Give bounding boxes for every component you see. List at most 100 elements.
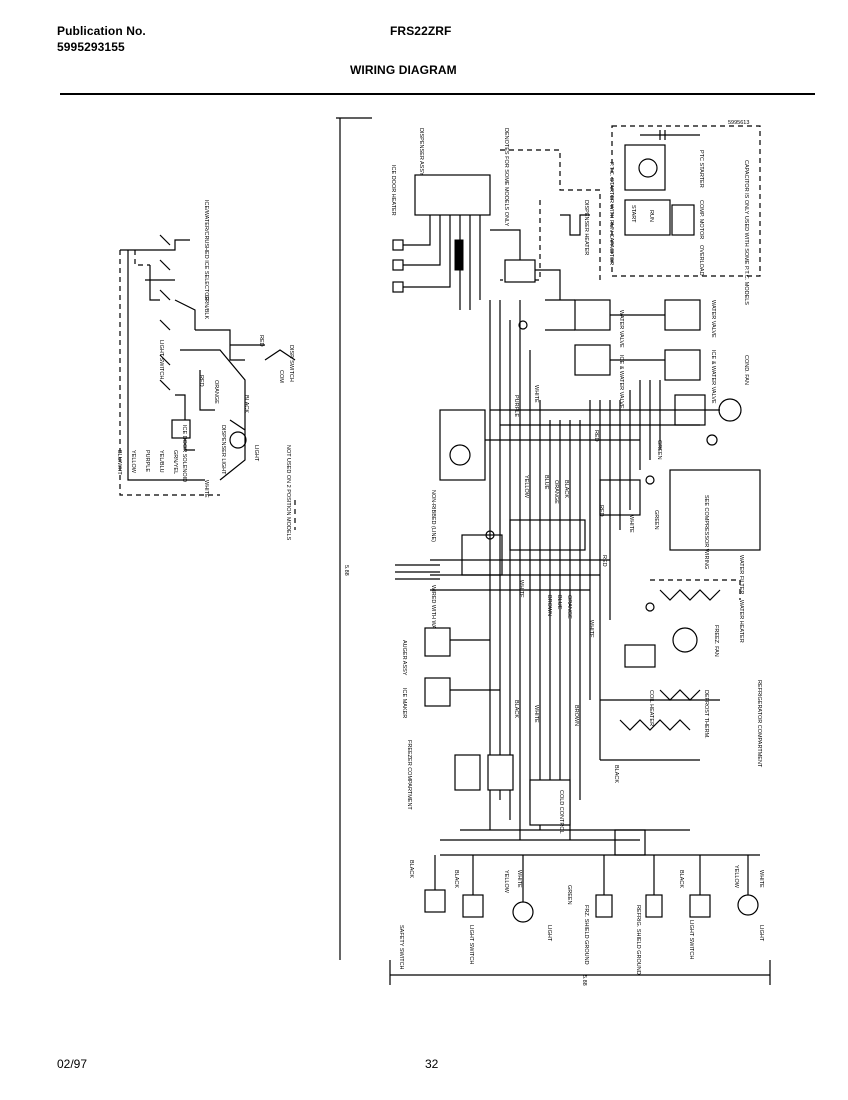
defrost-therm-label: DEFROST THERM.	[703, 690, 709, 739]
light-switch-label-right: LIGHT SWITCH	[688, 920, 694, 959]
safety-switch-label: SAFETY SWITCH	[398, 925, 404, 970]
dispenser-assy-box	[414, 174, 491, 216]
see-compressor-label: SEE COMPRESSOR WIRING	[703, 495, 709, 569]
black-label-main: BLACK	[563, 480, 569, 498]
blue-label-main-2: BLUE	[556, 595, 562, 610]
ptc-starter-label: P.T.C. STARTER WITH RUN CAPACITOR	[608, 162, 614, 265]
green-label-bottom: GREEN	[566, 885, 572, 905]
green-label-main-2: GREEN	[653, 510, 659, 530]
publication-number: 5995293155	[57, 40, 125, 54]
serial-label: 5995613	[728, 120, 749, 126]
overload-label: OVERLOAD	[698, 245, 704, 276]
light-switch-box-left	[462, 894, 484, 918]
black-label-bottom-3: BLACK	[678, 870, 684, 888]
ptc-starter-box	[611, 125, 761, 277]
cond-fan-label: COND. FAN	[743, 355, 749, 385]
auger-assy-label: AUGER ASSY	[401, 640, 407, 676]
dispenser-heater-label: DISPENSER HEATER	[583, 200, 589, 255]
wire-label-yel-blu: YEL/BLU	[158, 450, 164, 473]
publication-label: Publication No.	[57, 24, 146, 38]
auger-assy-box	[424, 627, 451, 657]
black-label-left: BLACK	[243, 395, 249, 413]
light-label-bottom-left: LIGHT	[546, 925, 552, 942]
blue-label-main: BLUE	[543, 475, 549, 490]
ice-maker-box	[424, 677, 451, 707]
white-label-main-4: WHITE	[533, 705, 539, 723]
wire-label-blu: BLU/WHT	[116, 450, 122, 475]
orange-label-main: ORANGE	[553, 480, 559, 504]
white-label-main-5: WHITE	[518, 580, 524, 598]
black-label-bottom-2: BLACK	[453, 870, 459, 888]
vertical-dim-label: 5.88	[343, 565, 349, 576]
wired-with-water-label: WIRED WITH WATER ASSY	[430, 585, 436, 656]
yellow-label-bottom-2: YELLOW	[733, 865, 739, 889]
light-left	[512, 901, 534, 923]
footer-date: 02/97	[57, 1057, 88, 1071]
white-label-main: WHITE	[533, 385, 539, 403]
white-label-bottom-2: WHITE	[758, 870, 764, 888]
water-heater-label: WATER HEATER	[738, 600, 744, 643]
black-label-main-2: BLACK	[513, 700, 519, 718]
water-valve-label-2: WATER VALVE	[710, 300, 716, 338]
frz-shield-ground-label: FRZ. SHIELD GROUND	[583, 905, 589, 965]
ice-door-solenoid-label: ICE DOOR SOLENOID	[181, 425, 187, 482]
white-label-main-3: WHITE	[588, 620, 594, 638]
capacitor-note-label: CAPACITOR IS ONLY USED WITH SOME P.T.C. …	[743, 160, 749, 305]
ice-water-valve-label-2: ICE & WATER VALVE	[710, 350, 716, 404]
cond-fan-motor	[718, 398, 742, 422]
water-valve-label: WATER VALVE	[618, 310, 624, 348]
red-label-main-3: RED	[601, 555, 607, 567]
wire-label-purple: PURPLE	[144, 450, 150, 472]
selector-label: ICE/WATER/CRUSHED ICE SELECTOR	[203, 200, 209, 300]
wire-label-grn-yel: GRN/YEL	[172, 450, 178, 474]
comp-motor-label: COMP. MOTOR	[698, 200, 704, 239]
start-label: START	[630, 205, 636, 223]
brown-label-main-2: BROWN	[573, 705, 579, 726]
water-valve-box	[574, 299, 611, 331]
ptc-start-label: PTC STARTER	[698, 150, 704, 188]
freez-fan-label: FREEZ. FAN	[713, 625, 719, 657]
wire-label-yellow: YELLOW	[130, 450, 136, 474]
cold-control-label: COLD CONTROL	[558, 790, 564, 834]
non-ribbed-label: NON-RIBBED (LINE)	[430, 490, 436, 542]
water-filter-label: WATER FILTER	[738, 555, 744, 594]
ice-maker-label: ICE MAKER	[401, 688, 407, 718]
red-label-main-2: RED	[598, 505, 604, 517]
brown-label-main: BROWN	[546, 595, 552, 616]
horizontal-dim-label: 5.88	[581, 975, 587, 986]
green-label-main: GREEN	[656, 440, 662, 460]
com-label: COM	[278, 370, 284, 383]
safety-switch-box	[424, 889, 446, 913]
white-label-main-2: WHITE	[628, 515, 634, 533]
light-switch-sub-label: LIGHT SWITCH	[158, 340, 164, 379]
red-label-left-2: RED	[258, 335, 264, 347]
orange-label-left: ORANGE	[213, 380, 219, 404]
yellow-label-main: YELLOW	[523, 475, 529, 499]
light-right	[737, 894, 759, 916]
freez-fan-motor	[672, 627, 698, 653]
light-label-left: LIGHT	[253, 445, 259, 462]
orange-label-main-2: ORANGE	[566, 595, 572, 619]
black-label-bottom: BLACK	[408, 860, 414, 878]
freezer-compartment-label: FREEZER COMPARTMENT	[406, 740, 412, 810]
denotes-label: DENOTES FOR SOME MODELS ONLY	[503, 128, 509, 227]
coil-heater-label: COIL HEATER	[648, 690, 654, 726]
disp-switch-label: DISP. SWITCH	[288, 345, 294, 382]
refrigerator-compartment-label: REFRIGERATOR COMPARTMENT	[756, 680, 762, 768]
white-label-bottom: WHITE	[516, 870, 522, 888]
compressor-wiring-box	[669, 469, 761, 551]
light-label-bottom-right: LIGHT	[758, 925, 764, 942]
light-switch-box-right	[689, 894, 711, 918]
page-number: 32	[425, 1057, 439, 1071]
wire-label-white-left: WHITE	[203, 480, 209, 498]
ice-door-heater-label: ICE DOOR HEATER	[390, 165, 396, 216]
ground-symbols	[485, 320, 655, 612]
diagram-title: WIRING DIAGRAM	[350, 63, 457, 77]
grn-blk-label: GRN/BLK	[203, 295, 209, 319]
purple-label: PURPLE	[513, 395, 519, 417]
dispenser-assy-label: DISPENSER ASSY	[418, 128, 424, 176]
refrig-shield-ground-label: REFRIG. SHIELD GROUND	[635, 905, 641, 975]
not-used-label: NOT USED ON 2 POSITION MODELS	[285, 445, 291, 541]
ice-water-valve-label: ICE & WATER VALVE	[618, 355, 624, 409]
